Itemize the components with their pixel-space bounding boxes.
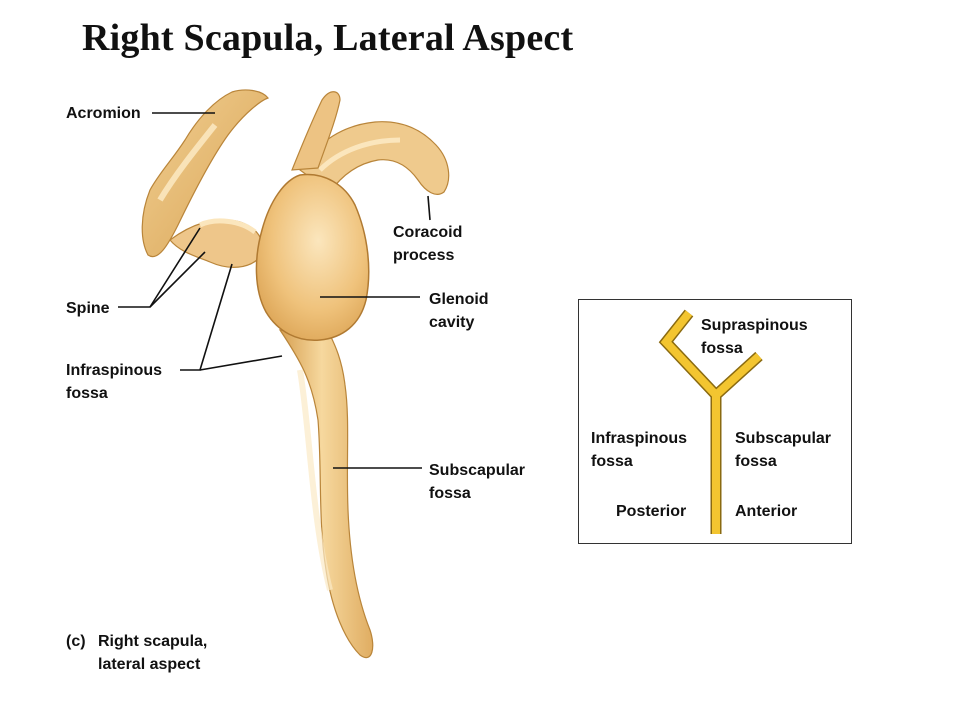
lateral-border: [278, 329, 374, 659]
label-infraspinous-line2: fossa: [66, 385, 108, 402]
y-diagram-arms: [660, 310, 762, 401]
coracoid-bone: [299, 121, 450, 195]
label-spine-text: Spine: [66, 300, 110, 317]
label-infraspinous-line1: Infraspinous: [66, 362, 163, 379]
label-glenoid-cavity: Glenoid cavity: [429, 288, 489, 334]
superior-angle: [291, 91, 341, 171]
inset-supraspinous-line1: Supraspinous: [701, 317, 808, 334]
label-subscapular-line2: fossa: [429, 485, 471, 502]
label-infraspinous-fossa: Infraspinous fossa: [66, 359, 162, 405]
inset-label-anterior: Anterior: [735, 500, 797, 523]
label-coracoid-line2: process: [393, 247, 455, 264]
label-acromion: Acromion: [66, 102, 141, 125]
inset-supraspinous-line2: fossa: [701, 340, 743, 357]
label-acromion-text: Acromion: [66, 105, 141, 122]
page-title: Right Scapula, Lateral Aspect: [82, 17, 574, 59]
label-spine: Spine: [66, 297, 110, 320]
inset-subscapular-line1: Subscapular: [735, 430, 832, 447]
label-subscapular-fossa: Subscapular fossa: [429, 459, 525, 505]
inset-label-supraspinous: Supraspinous fossa: [701, 314, 808, 360]
label-coracoid-process: Coracoid process: [393, 221, 462, 267]
inset-infraspinous-line2: fossa: [591, 453, 633, 470]
caption-line2: lateral aspect: [98, 656, 201, 673]
inset-label-posterior: Posterior: [616, 500, 686, 523]
acromion-bone: [141, 89, 269, 258]
label-glenoid-line1: Glenoid: [429, 291, 489, 308]
y-diagram-inset: Supraspinous fossa Infraspinous fossa Su…: [578, 299, 852, 544]
inset-posterior-text: Posterior: [616, 503, 687, 520]
spine-leader-a: [118, 227, 201, 308]
label-subscapular-line1: Subscapular: [429, 462, 526, 479]
inset-anterior-text: Anterior: [735, 503, 798, 520]
spine-leader-b: [149, 251, 206, 308]
glenoid-fossa: [255, 173, 370, 341]
caption-tag: (c): [66, 633, 86, 650]
infraspinous-leader-a: [180, 263, 233, 371]
inset-subscapular-line2: fossa: [735, 453, 777, 470]
inset-label-subscapular: Subscapular fossa: [735, 427, 831, 473]
inset-label-infraspinous: Infraspinous fossa: [591, 427, 687, 473]
coracoid-leader: [427, 195, 431, 221]
caption-line1: Right scapula,: [98, 633, 208, 650]
y-diagram: [658, 309, 763, 534]
inset-infraspinous-line1: Infraspinous: [591, 430, 688, 447]
label-coracoid-line1: Coracoid: [393, 224, 463, 241]
infraspinous-leader-b: [199, 355, 283, 371]
label-glenoid-line2: cavity: [429, 314, 475, 331]
